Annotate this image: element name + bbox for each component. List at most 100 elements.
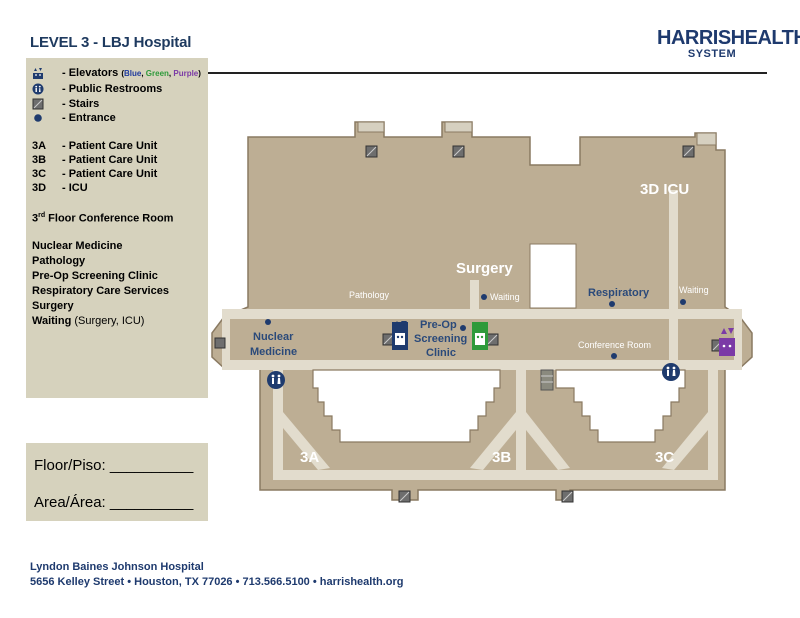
service-label: Surgery xyxy=(32,300,74,312)
legend-elevator-sep2: , xyxy=(168,69,174,78)
legend-elevator-purple: Purple xyxy=(173,69,199,78)
stairs-icon xyxy=(452,145,465,158)
legend-service-2: Pathology xyxy=(32,254,208,268)
label-3c: 3C xyxy=(655,449,674,466)
label-conference-room: Conference Room xyxy=(578,340,651,350)
unit-desc: - Patient Care Unit xyxy=(62,154,158,166)
legend-elevator-green: Green xyxy=(145,69,169,78)
corridors xyxy=(222,190,742,480)
label-waiting-icu: Waiting xyxy=(679,285,709,295)
label-nuclear: Nuclear xyxy=(253,331,294,343)
courtyard xyxy=(529,243,577,309)
legend-unit-3c: 3C - Patient Care Unit xyxy=(32,167,208,181)
label-medicine: Medicine xyxy=(250,346,297,358)
label-3d-icu: 3D ICU xyxy=(640,181,689,198)
harris-health-logo: HARRISHEALTH SYSTEM xyxy=(657,27,800,60)
legend-elevators: - Elevators (Blue, Green, Purple) xyxy=(32,66,208,80)
logo-line1: HARRISHEALTH xyxy=(657,27,800,49)
entrance-icon xyxy=(680,299,686,305)
legend-unit-3d: 3D - ICU xyxy=(32,181,208,195)
restroom-icon xyxy=(267,371,285,389)
service-label: Nuclear Medicine xyxy=(32,240,123,252)
stairs-icon xyxy=(365,145,378,158)
entrance-markers xyxy=(265,294,686,359)
legend-stairs-label: - Stairs xyxy=(62,98,100,110)
legend-elevators-label: - Elevators xyxy=(62,67,119,79)
unit-code: 3A xyxy=(32,140,47,152)
floor-field: Floor/Piso: __________ xyxy=(34,457,194,474)
legend-conference-room: 3rd Floor Conference Room xyxy=(32,209,208,225)
page-title: LEVEL 3 - LBJ Hospital xyxy=(30,34,192,51)
stairs-icon xyxy=(486,333,499,346)
legend-unit-3a: 3A - Patient Care Unit xyxy=(32,139,208,153)
service-label: Pathology xyxy=(32,255,86,267)
service-label: Pre-Op Screening Clinic xyxy=(32,270,158,282)
stairs-icon xyxy=(32,98,44,110)
legend-service-3: Pre-Op Screening Clinic xyxy=(32,269,208,283)
floor-area-form: Floor/Piso: __________ Area/Área: ______… xyxy=(26,443,208,521)
area-field: Area/Área: __________ xyxy=(34,494,194,511)
legend-service-5: Surgery xyxy=(32,299,208,313)
header-rule xyxy=(207,72,767,74)
unit-code: 3C xyxy=(32,168,47,180)
label-screening: Screening xyxy=(414,333,467,345)
label-3a: 3A xyxy=(300,449,319,466)
conference-ordinal: rd xyxy=(38,212,46,219)
elevator-icon xyxy=(33,68,43,79)
legend-elevator-blue: Blue xyxy=(123,69,142,78)
label-surgery: Surgery xyxy=(456,260,513,277)
label-3b: 3B xyxy=(492,449,511,466)
top-nub-1 xyxy=(357,121,385,133)
label-clinic: Clinic xyxy=(426,347,456,359)
footer-hospital-name: Lyndon Baines Johnson Hospital xyxy=(30,561,204,573)
ward-3c xyxy=(555,369,686,443)
unit-desc: - ICU xyxy=(62,182,88,194)
legend-restrooms: - Public Restrooms xyxy=(32,82,208,96)
logo-line2: SYSTEM xyxy=(687,48,737,60)
entrance-icon xyxy=(611,353,617,359)
top-nub-3 xyxy=(696,132,717,146)
legend-elevator-open-paren: ( xyxy=(121,69,124,78)
footer-address: 5656 Kelley Street • Houston, TX 77026 •… xyxy=(30,576,404,588)
legend-restrooms-label: - Public Restrooms xyxy=(62,83,163,95)
entrance-icon xyxy=(34,114,42,122)
elevator-purple xyxy=(719,328,735,356)
label-waiting-surgery: Waiting xyxy=(490,292,520,302)
unit-desc: - Patient Care Unit xyxy=(62,168,158,180)
legend-stairs: - Stairs xyxy=(32,97,208,111)
label-respiratory: Respiratory xyxy=(588,287,650,299)
stairs-icon xyxy=(540,369,554,391)
label-preop: Pre-Op xyxy=(420,319,457,331)
legend-elevator-sep1: , xyxy=(141,69,146,78)
entrance-icon xyxy=(265,319,271,325)
waiting-label: Waiting xyxy=(32,315,72,327)
legend-service-1: Nuclear Medicine xyxy=(32,239,208,253)
restroom-icon xyxy=(662,363,680,381)
legend-entrance: - Entrance xyxy=(32,111,208,125)
stairs-icon xyxy=(682,145,695,158)
restroom-icon xyxy=(32,83,44,95)
footer: Lyndon Baines Johnson Hospital 5656 Kell… xyxy=(30,560,404,590)
top-nub-2 xyxy=(444,121,473,133)
elevator-green xyxy=(472,322,488,350)
waiting-detail: (Surgery, ICU) xyxy=(71,315,145,327)
unit-desc: - Patient Care Unit xyxy=(62,140,158,152)
conference-label: Floor Conference Room xyxy=(45,212,174,225)
legend-waiting: Waiting (Surgery, ICU) xyxy=(32,314,208,328)
entrance-icon xyxy=(609,301,615,307)
legend-unit-3b: 3B - Patient Care Unit xyxy=(32,153,208,167)
unit-code: 3B xyxy=(32,154,47,166)
stairs-markers xyxy=(214,145,724,503)
label-pathology: Pathology xyxy=(349,290,390,300)
legend-elevator-close-paren: ) xyxy=(198,69,201,78)
legend-service-4: Respiratory Care Services xyxy=(32,284,208,298)
entrance-icon xyxy=(460,325,466,331)
entrance-icon xyxy=(481,294,487,300)
ward-3a-3b xyxy=(312,369,501,443)
elevator-blue xyxy=(392,321,408,350)
service-label: Respiratory Care Services xyxy=(32,285,169,297)
stairs-icon xyxy=(561,490,574,503)
conference-floor-number: 3 xyxy=(32,212,39,225)
stairs-icon xyxy=(214,337,226,349)
